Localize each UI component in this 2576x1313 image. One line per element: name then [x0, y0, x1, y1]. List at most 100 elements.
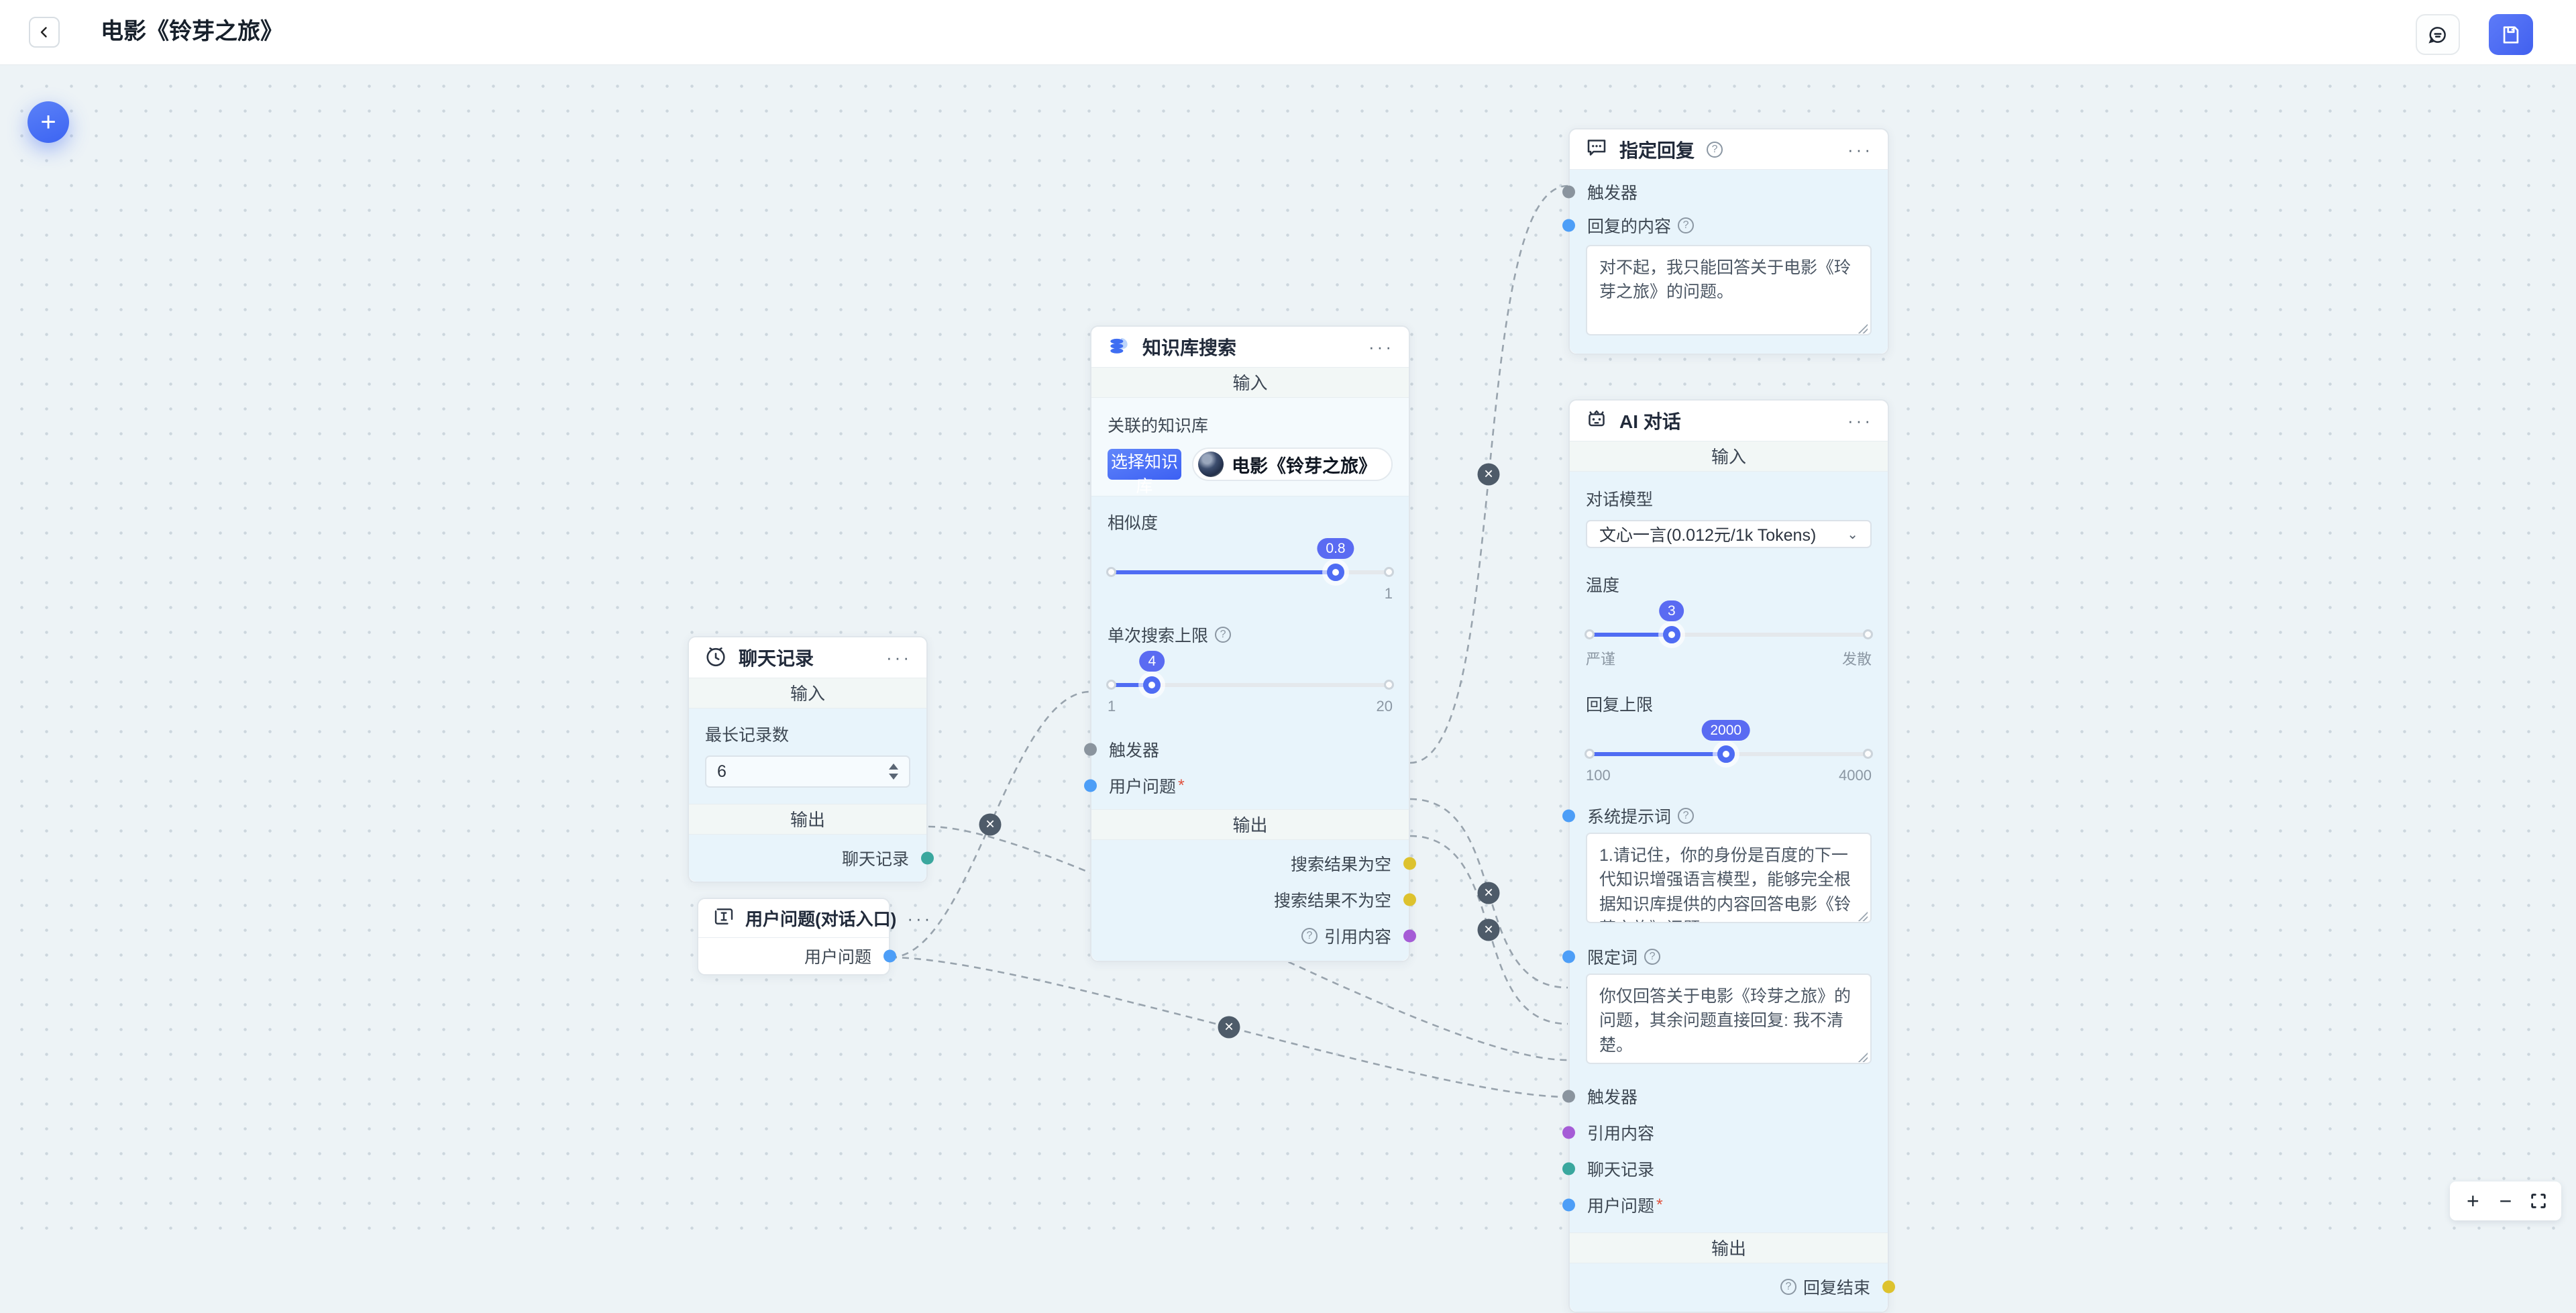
input-row: 触发器 — [1084, 731, 1409, 768]
reply-limit-min-label: 100 — [1586, 767, 1611, 784]
output-row: 搜索结果不为空 — [1091, 882, 1416, 918]
slider-min-cap — [1585, 629, 1595, 639]
port-ai-trigger-input[interactable] — [1562, 1090, 1575, 1103]
kb-name: 电影《铃芽之旅》 — [1232, 456, 1377, 476]
system-prompt-textarea[interactable]: 1.请记住，你的身份是百度的下一代知识增强语言模型，能够完全根据知识库提供的内容… — [1586, 833, 1872, 923]
input-section-header: 输入 — [1091, 367, 1409, 398]
port-kb-notempty-output[interactable] — [1403, 893, 1416, 906]
node-user-question[interactable]: 用户问题(对话入口) ··· 用户问题 — [697, 898, 930, 976]
delete-connection-button[interactable]: ✕ — [979, 813, 1002, 836]
similarity-slider-handle[interactable] — [1327, 564, 1344, 581]
slider-track[interactable] — [1586, 633, 1872, 637]
help-icon[interactable]: ? — [1780, 1279, 1796, 1295]
reply-limit-slider-handle[interactable] — [1717, 745, 1735, 763]
port-ai-reply-end-output[interactable] — [1882, 1280, 1895, 1294]
input-row: 聊天记录 — [1562, 1151, 1888, 1187]
node-menu-button[interactable]: ··· — [886, 647, 912, 668]
step-up-icon[interactable] — [889, 764, 898, 770]
node-menu-button[interactable]: ··· — [1368, 337, 1394, 357]
port-ai-quote-input[interactable] — [1562, 1126, 1575, 1139]
reply-limit-slider[interactable]: 2000 — [1585, 720, 1873, 763]
port-ai-question-input[interactable] — [1562, 1198, 1575, 1212]
node-menu-button[interactable]: ··· — [1847, 139, 1873, 160]
delete-connection-button[interactable]: ✕ — [1477, 463, 1500, 486]
node-outputs: 聊天记录 — [689, 835, 934, 882]
output-label: 回复结束 — [1803, 1279, 1870, 1298]
help-icon[interactable]: ? — [1678, 808, 1695, 824]
port-chat-history-output[interactable] — [921, 851, 934, 865]
comment-button[interactable] — [2416, 14, 2460, 55]
back-button[interactable] — [29, 17, 60, 48]
delete-connection-button[interactable]: ✕ — [1218, 1016, 1240, 1039]
text-cursor-icon — [713, 906, 735, 931]
select-kb-button[interactable]: 选择知识库 — [1108, 449, 1181, 496]
slider-fill — [1586, 633, 1672, 637]
database-icon — [1106, 333, 1132, 362]
port-ai-history-input[interactable] — [1562, 1162, 1575, 1175]
limit-slider[interactable]: 4 — [1106, 651, 1394, 694]
reply-limit-label: 回复上限 — [1586, 696, 1654, 715]
input-label: 用户问题 — [1109, 778, 1177, 796]
number-stepper[interactable] — [889, 764, 898, 780]
chevron-down-icon: ⌄ — [1847, 527, 1858, 542]
output-label: 搜索结果为空 — [1290, 855, 1391, 874]
system-prompt-wrap: 1.请记住，你的身份是百度的下一代知识增强语言模型，能够完全根据知识库提供的内容… — [1586, 833, 1872, 927]
node-kb-search[interactable]: 知识库搜索 ··· 输入 关联的知识库 选择知识库 电影《铃芽之旅》 相似度 — [1084, 325, 1416, 962]
add-node-button[interactable]: + — [28, 101, 69, 143]
port-reply-trigger-input[interactable] — [1562, 185, 1575, 199]
reply-limit-max-label: 4000 — [1839, 767, 1872, 784]
node-chat-history[interactable]: 聊天记录 ··· 输入 最长记录数 6 输出 聊天记录 — [688, 636, 934, 883]
temperature-scale: 严谨 发散 — [1586, 647, 1872, 669]
port-reply-content-input[interactable] — [1562, 219, 1575, 232]
kb-inputs-section: 触发器 用户问题* — [1084, 727, 1409, 809]
step-down-icon[interactable] — [889, 774, 898, 780]
temperature-slider[interactable]: 3 — [1585, 600, 1873, 643]
limit-slider-handle[interactable] — [1143, 676, 1161, 694]
reply-content-textarea[interactable]: 对不起，我只能回答关于电影《玲芽之旅》的问题。 — [1586, 245, 1872, 335]
port-kb-trigger-input[interactable] — [1084, 743, 1097, 756]
port-qualifier-input[interactable] — [1562, 950, 1575, 963]
delete-connection-button[interactable]: ✕ — [1477, 918, 1500, 941]
node-fixed-reply[interactable]: 指定回复 ? ··· 触发器 回复的内容 ? 对不起，我只能回答关于电影《玲芽之… — [1562, 128, 1889, 355]
model-select[interactable]: 文心一言(0.012元/1k Tokens) ⌄ — [1586, 520, 1872, 548]
max-records-input[interactable]: 6 — [705, 755, 910, 788]
temperature-slider-handle[interactable] — [1662, 626, 1680, 643]
node-header: 指定回复 ? ··· — [1570, 129, 1888, 170]
kb-chip[interactable]: 电影《铃芽之旅》 — [1192, 448, 1393, 481]
port-kb-quote-output[interactable] — [1403, 929, 1416, 943]
input-label: 用户问题 — [1587, 1197, 1655, 1216]
input-label: 聊天记录 — [1587, 1161, 1655, 1179]
system-prompt-row: 系统提示词 ? — [1562, 799, 1888, 833]
port-kb-empty-output[interactable] — [1403, 857, 1416, 870]
save-button[interactable] — [2489, 14, 2533, 55]
max-records-value: 6 — [717, 761, 727, 781]
node-body: 触发器 回复的内容 ? 对不起，我只能回答关于电影《玲芽之旅》的问题。 — [1562, 170, 1888, 354]
input-section-header: 输入 — [1570, 441, 1888, 472]
kb-label: 关联的知识库 — [1108, 417, 1209, 435]
zoom-in-button[interactable]: + — [2466, 1189, 2479, 1213]
node-menu-button[interactable]: ··· — [907, 908, 933, 929]
slider-max-cap — [1863, 629, 1873, 639]
fit-view-button[interactable] — [2525, 1192, 2552, 1210]
help-icon[interactable]: ? — [1678, 217, 1695, 233]
temperature-min-label: 严谨 — [1586, 651, 1616, 668]
port-system-prompt-input[interactable] — [1562, 809, 1575, 823]
port-kb-question-input[interactable] — [1084, 779, 1097, 792]
output-row: ? 引用内容 — [1091, 918, 1416, 954]
zoom-out-button[interactable]: − — [2499, 1189, 2512, 1213]
canvas-zoom-panel: + − — [2450, 1181, 2561, 1220]
slider-track[interactable] — [1108, 683, 1393, 687]
help-icon[interactable]: ? — [1301, 928, 1318, 944]
node-ai-chat[interactable]: AI 对话 ··· 输入 对话模型 文心一言(0.012元/1k Tokens)… — [1562, 399, 1895, 1313]
similarity-slider[interactable]: 0.8 — [1106, 538, 1394, 581]
slider-fill — [1108, 683, 1152, 687]
help-icon[interactable]: ? — [1644, 949, 1661, 965]
qualifier-textarea[interactable]: 你仅回答关于电影《玲芽之旅》的问题，其余问题直接回复: 我不清楚。 — [1586, 974, 1872, 1064]
output-row: 聊天记录 — [689, 840, 934, 876]
help-icon[interactable]: ? — [1215, 627, 1232, 643]
delete-connection-button[interactable]: ✕ — [1477, 882, 1500, 904]
help-icon[interactable]: ? — [1707, 141, 1723, 158]
port-user-question-output[interactable] — [883, 949, 896, 963]
node-menu-button[interactable]: ··· — [1847, 411, 1873, 431]
